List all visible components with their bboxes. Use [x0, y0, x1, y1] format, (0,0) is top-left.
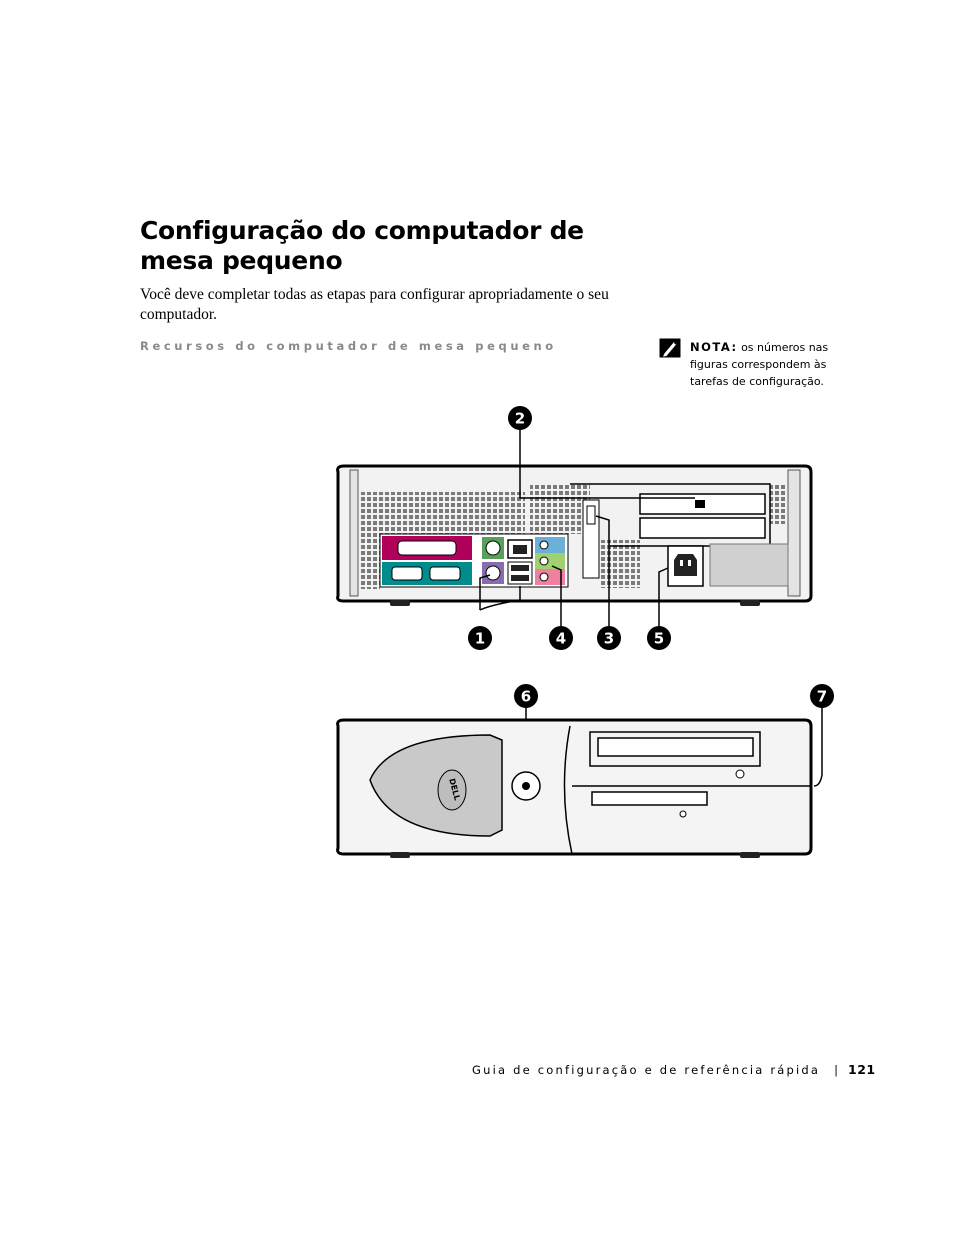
callout-4: 4 — [549, 626, 573, 650]
page-footer: Guia de configuração e de referência ráp… — [472, 1062, 876, 1077]
callout-1: 1 — [468, 626, 492, 650]
svg-text:7: 7 — [817, 688, 827, 706]
footer-guide-title: Guia de configuração e de referência ráp… — [472, 1063, 821, 1077]
note-label: NOTA: — [690, 340, 738, 354]
computer-figure: DELL 2 1 4 3 5 6 7 — [336, 406, 834, 858]
footer-separator: | — [834, 1063, 839, 1077]
svg-text:2: 2 — [515, 410, 525, 428]
callout-5: 5 — [647, 626, 671, 650]
pencil-note-icon — [659, 338, 681, 358]
rear-panel-illustration — [336, 464, 813, 606]
svg-text:5: 5 — [654, 630, 664, 648]
page-number: 121 — [848, 1062, 876, 1077]
callout-6: 6 — [514, 684, 538, 708]
callout-3: 3 — [597, 626, 621, 650]
svg-text:4: 4 — [556, 630, 566, 648]
note-text: os números nas figuras correspondem às t… — [690, 341, 829, 388]
svg-text:1: 1 — [475, 630, 485, 648]
note-box: NOTA: os números nas figuras corresponde… — [690, 339, 850, 390]
callout-2: 2 — [508, 406, 532, 430]
front-panel-illustration: DELL — [336, 718, 813, 858]
intro-paragraph: Você deve completar todas as etapas para… — [140, 286, 609, 323]
svg-text:6: 6 — [521, 688, 531, 706]
page-title: Configuração do computador de mesa peque… — [140, 216, 584, 275]
callout-7: 7 — [810, 684, 834, 708]
figure-caption: Recursos do computador de mesa pequeno — [140, 339, 557, 353]
svg-text:3: 3 — [604, 630, 614, 648]
